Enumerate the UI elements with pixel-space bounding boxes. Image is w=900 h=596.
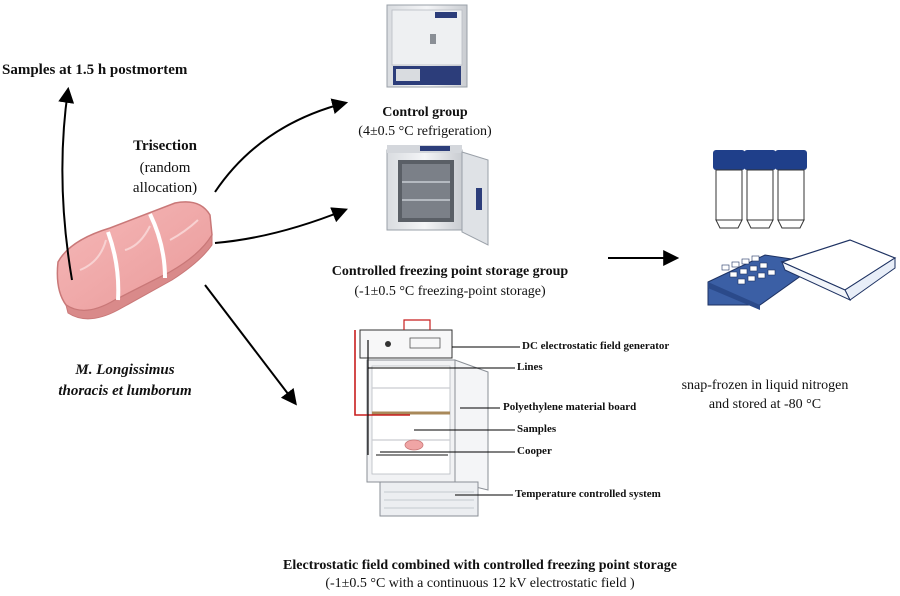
callout-cooper: Cooper: [517, 445, 552, 457]
cfp-group-title: Controlled freezing point storage group: [331, 264, 569, 279]
arrow-to-cfp-group: [214, 207, 348, 244]
ef-group-detail: (-1±0.5 °C with a continuous 12 kV elect…: [325, 576, 635, 591]
callout-temp-system: Temperature controlled system: [515, 488, 661, 500]
cryotube-icon: [713, 150, 807, 229]
meat-icon: [56, 201, 213, 320]
incubator-icon: [386, 145, 489, 246]
refrigerator-icon: [386, 4, 468, 88]
callout-lines: Lines: [517, 361, 543, 373]
trisection-note-line2: allocation): [132, 180, 198, 196]
arrow-to-postmortem-samples: [58, 86, 75, 281]
arrow-to-ef-group: [204, 284, 297, 406]
control-group-title: Control group: [382, 105, 468, 120]
trisection-note-line1: (random: [139, 160, 191, 176]
callout-generator: DC electrostatic field generator: [522, 340, 670, 352]
callout-samples: Samples: [517, 423, 557, 435]
snap-frozen-line2: and stored at -80 °C: [708, 397, 822, 412]
tube-rack-icon: [707, 239, 897, 310]
arrow-to-control-group: [214, 98, 349, 193]
control-group-detail: (4±0.5 °C refrigeration): [358, 124, 492, 139]
trisection-title: Trisection: [133, 138, 197, 154]
electrostatic-freezer-icon: [354, 319, 489, 517]
callout-board: Polyethylene material board: [503, 401, 637, 413]
ef-group-title: Electrostatic field combined with contro…: [283, 558, 677, 573]
samples-postmortem-label: Samples at 1.5 h postmortem: [2, 62, 188, 78]
cfp-group-detail: (-1±0.5 °C freezing-point storage): [354, 284, 546, 299]
muscle-name-line1: M. Longissimus: [75, 362, 175, 378]
muscle-name-line2: thoracis et lumborum: [58, 383, 192, 399]
snap-frozen-line1: snap-frozen in liquid nitrogen: [681, 378, 849, 393]
